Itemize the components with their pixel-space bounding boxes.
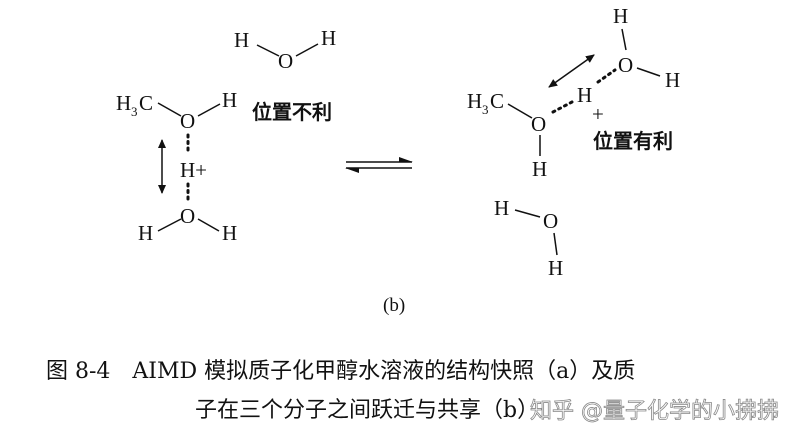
left-methanol: H 3 C O H <box>116 88 237 133</box>
atom-h: H <box>532 157 547 181</box>
atom-h: H <box>222 88 237 112</box>
subscript-3: 3 <box>131 104 138 119</box>
atom-o: O <box>278 49 293 73</box>
hydrogen-bond <box>596 68 617 84</box>
atom-h: H <box>222 221 237 245</box>
atom-o: O <box>618 53 633 77</box>
unfavorable-position-label: 位置不利 <box>252 100 332 124</box>
atom-h: H <box>665 68 680 92</box>
atom-h: H <box>138 221 153 245</box>
proton-label: H+ <box>180 158 207 182</box>
proton-charge: + <box>592 102 604 126</box>
bond <box>621 28 627 51</box>
atom-c: C <box>139 91 153 115</box>
equilibrium-arrows-icon <box>345 157 413 173</box>
atom-c: C <box>490 89 504 113</box>
bond <box>256 44 280 57</box>
atom-o: O <box>180 204 195 228</box>
atom-o: O <box>180 109 195 133</box>
proton-hop-arrow-icon <box>548 54 595 88</box>
atom-h: H <box>548 256 563 280</box>
right-top-water: H O H <box>613 4 680 92</box>
bond <box>514 209 541 218</box>
bond <box>157 102 182 117</box>
atom-h: H <box>321 26 336 50</box>
left-bottom-water: H O H <box>138 204 237 245</box>
subscript-3: 3 <box>482 102 489 117</box>
right-state: H O H H + H 3 C O H 位置有利 H O H <box>467 4 680 280</box>
atom-o: O <box>543 209 558 233</box>
atom-h: H <box>234 28 249 52</box>
right-methanol: H 3 C O H <box>467 89 547 181</box>
bond <box>295 43 319 57</box>
atom-h: H <box>494 196 509 220</box>
figure-caption-line-2: 子在三个分子之间跃迁与共享（b） <box>195 398 539 423</box>
proton-h: H <box>577 83 592 107</box>
watermark: 知乎 @量子化学的小拂拂 <box>530 399 779 424</box>
bond <box>197 218 220 232</box>
left-state: H O H H 3 C O H 位置不利 H+ H O H <box>116 26 336 245</box>
hydrogen-bond <box>551 100 574 114</box>
bond <box>197 103 221 117</box>
favorable-position-label: 位置有利 <box>593 129 673 153</box>
bond <box>507 103 533 119</box>
bond <box>636 67 661 77</box>
panel-label: (b) <box>383 295 405 316</box>
bond <box>157 218 182 232</box>
right-bottom-water: H O H <box>494 196 563 280</box>
figure-caption-line-1: 图 8-4 AIMD 模拟质子化甲醇水溶液的结构快照（a）及质 <box>46 359 635 384</box>
atom-h: H <box>613 4 628 28</box>
atom-o: O <box>531 112 546 136</box>
atom-h: H <box>467 89 482 113</box>
bond <box>553 232 558 256</box>
left-top-water: H O H <box>234 26 336 73</box>
atom-h: H <box>116 91 131 115</box>
